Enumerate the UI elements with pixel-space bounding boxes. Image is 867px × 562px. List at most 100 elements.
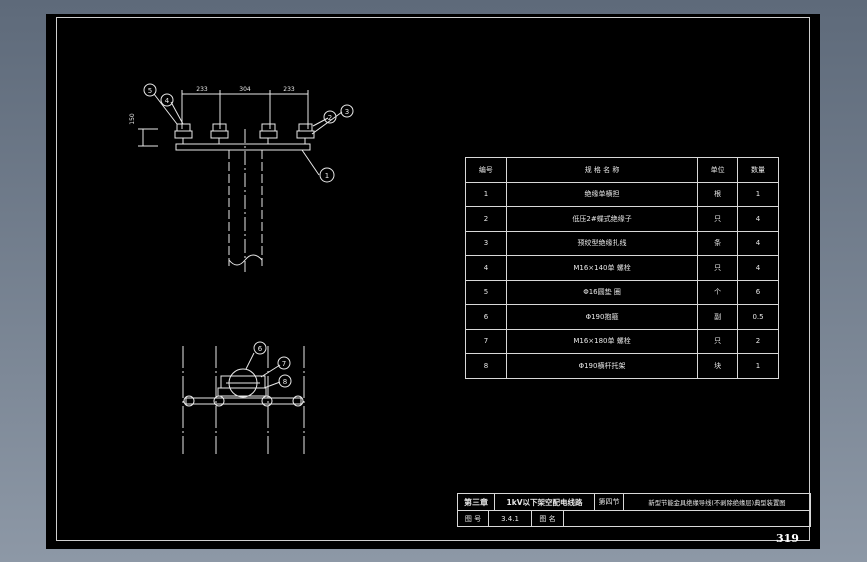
table-header-row: 编号 规 格 名 称 单位 数量 <box>465 157 779 183</box>
insulator-top <box>261 395 273 407</box>
fig-no: 3.4.1 <box>488 510 532 527</box>
cell-spec: Φ190抱箍 <box>505 304 699 330</box>
elevation-view: 233 304 233 150 <box>129 83 354 272</box>
callout-label: 8 <box>283 378 287 386</box>
cell-unit: 条 <box>697 230 739 256</box>
cell-qty: 2 <box>737 328 779 354</box>
insulator-2 <box>210 123 229 144</box>
leader-line <box>312 117 329 127</box>
cell-number: 2 <box>465 206 507 232</box>
insulator-top <box>213 395 225 407</box>
cell-spec: M16×180单 螺栓 <box>505 328 699 354</box>
cell-qty: 1 <box>737 181 779 207</box>
dim-label-3: 233 <box>283 86 295 93</box>
cell-spec: M16×140单 螺栓 <box>505 255 699 281</box>
cell-unit: 根 <box>697 181 739 207</box>
insulator-3 <box>259 123 278 144</box>
cell-number: 3 <box>465 230 507 256</box>
col-header-number: 编号 <box>465 157 507 183</box>
cell-number: 8 <box>465 353 507 379</box>
callout-7 <box>277 356 291 370</box>
callout-label: 2 <box>328 114 332 122</box>
drawing-frame <box>56 17 810 541</box>
fig-no-label: 图 号 <box>457 510 489 527</box>
callout-3 <box>340 104 354 118</box>
dim-label-vertical: 150 <box>129 113 136 125</box>
leader-line <box>301 149 320 176</box>
col-header-spec: 规 格 名 称 <box>505 157 699 183</box>
fig-name-value <box>563 510 811 527</box>
drawing-sheet: 233 304 233 150 <box>46 14 820 549</box>
cell-qty: 6 <box>737 279 779 305</box>
callout-6 <box>253 341 267 355</box>
cell-unit: 只 <box>697 328 739 354</box>
leader-line <box>311 111 343 135</box>
fig-name-label: 图 名 <box>531 510 564 527</box>
pole-break-mark <box>228 254 263 266</box>
callout-4 <box>160 93 174 107</box>
callout-8 <box>278 374 292 388</box>
cell-qty: 4 <box>737 206 779 232</box>
crossarm-bracket <box>217 387 267 397</box>
drawing-title: 新型节能金具绝缘导线(不剥除绝缘层)典型装置图 <box>623 493 811 511</box>
cell-unit: 只 <box>697 255 739 281</box>
dim-label-2: 304 <box>239 86 251 93</box>
leader-line <box>153 93 178 125</box>
leader-line <box>263 381 281 389</box>
chapter-number: 第三章 <box>457 493 495 511</box>
leader-line <box>245 352 255 370</box>
insulator-top <box>292 395 304 407</box>
callout-2 <box>323 110 337 124</box>
cell-unit: 块 <box>697 353 739 379</box>
cell-spec: 预绞型绝缘扎线 <box>505 230 699 256</box>
callout-label: 1 <box>325 172 329 180</box>
cell-number: 4 <box>465 255 507 281</box>
callout-label: 3 <box>345 108 349 116</box>
cell-spec: 低压2#蝶式绝缘子 <box>505 206 699 232</box>
hoop-clamp <box>220 375 266 389</box>
leader-line <box>260 364 281 378</box>
col-header-qty: 数量 <box>737 157 779 183</box>
cell-unit: 只 <box>697 206 739 232</box>
callout-label: 5 <box>148 87 152 95</box>
cell-spec: 绝缘单横担 <box>505 181 699 207</box>
callout-1 <box>319 167 335 183</box>
cell-spec: Φ16圆垫 圈 <box>505 279 699 305</box>
title-block: 第三章 1kV以下架空配电线路 第四节 新型节能金具绝缘导线(不剥除绝缘层)典型… <box>457 493 811 531</box>
insulator-top <box>183 395 195 407</box>
crossarm <box>175 143 311 151</box>
cell-number: 5 <box>465 279 507 305</box>
callout-label: 7 <box>282 360 286 368</box>
insulator-1 <box>174 123 193 144</box>
cell-unit: 个 <box>697 279 739 305</box>
insulator-4 <box>296 123 315 144</box>
crossarm-plan <box>185 397 302 405</box>
cell-qty: 4 <box>737 255 779 281</box>
cell-number: 1 <box>465 181 507 207</box>
leader-line <box>170 101 184 125</box>
cell-qty: 0.5 <box>737 304 779 330</box>
dim-label-1: 233 <box>196 86 208 93</box>
cell-number: 7 <box>465 328 507 354</box>
callout-label: 6 <box>258 345 263 353</box>
callout-5 <box>143 83 157 97</box>
plan-view: 6 7 8 <box>182 341 305 454</box>
cell-spec: Φ190横杆托架 <box>505 353 699 379</box>
cad-drawing: 233 304 233 150 <box>129 83 354 454</box>
callout-label: 4 <box>165 97 170 105</box>
cell-qty: 4 <box>737 230 779 256</box>
cell-unit: 副 <box>697 304 739 330</box>
chapter-title: 1kV以下架空配电线路 <box>494 493 595 511</box>
cell-number: 6 <box>465 304 507 330</box>
page-number: 319 <box>776 532 799 545</box>
col-header-unit: 单位 <box>697 157 739 183</box>
